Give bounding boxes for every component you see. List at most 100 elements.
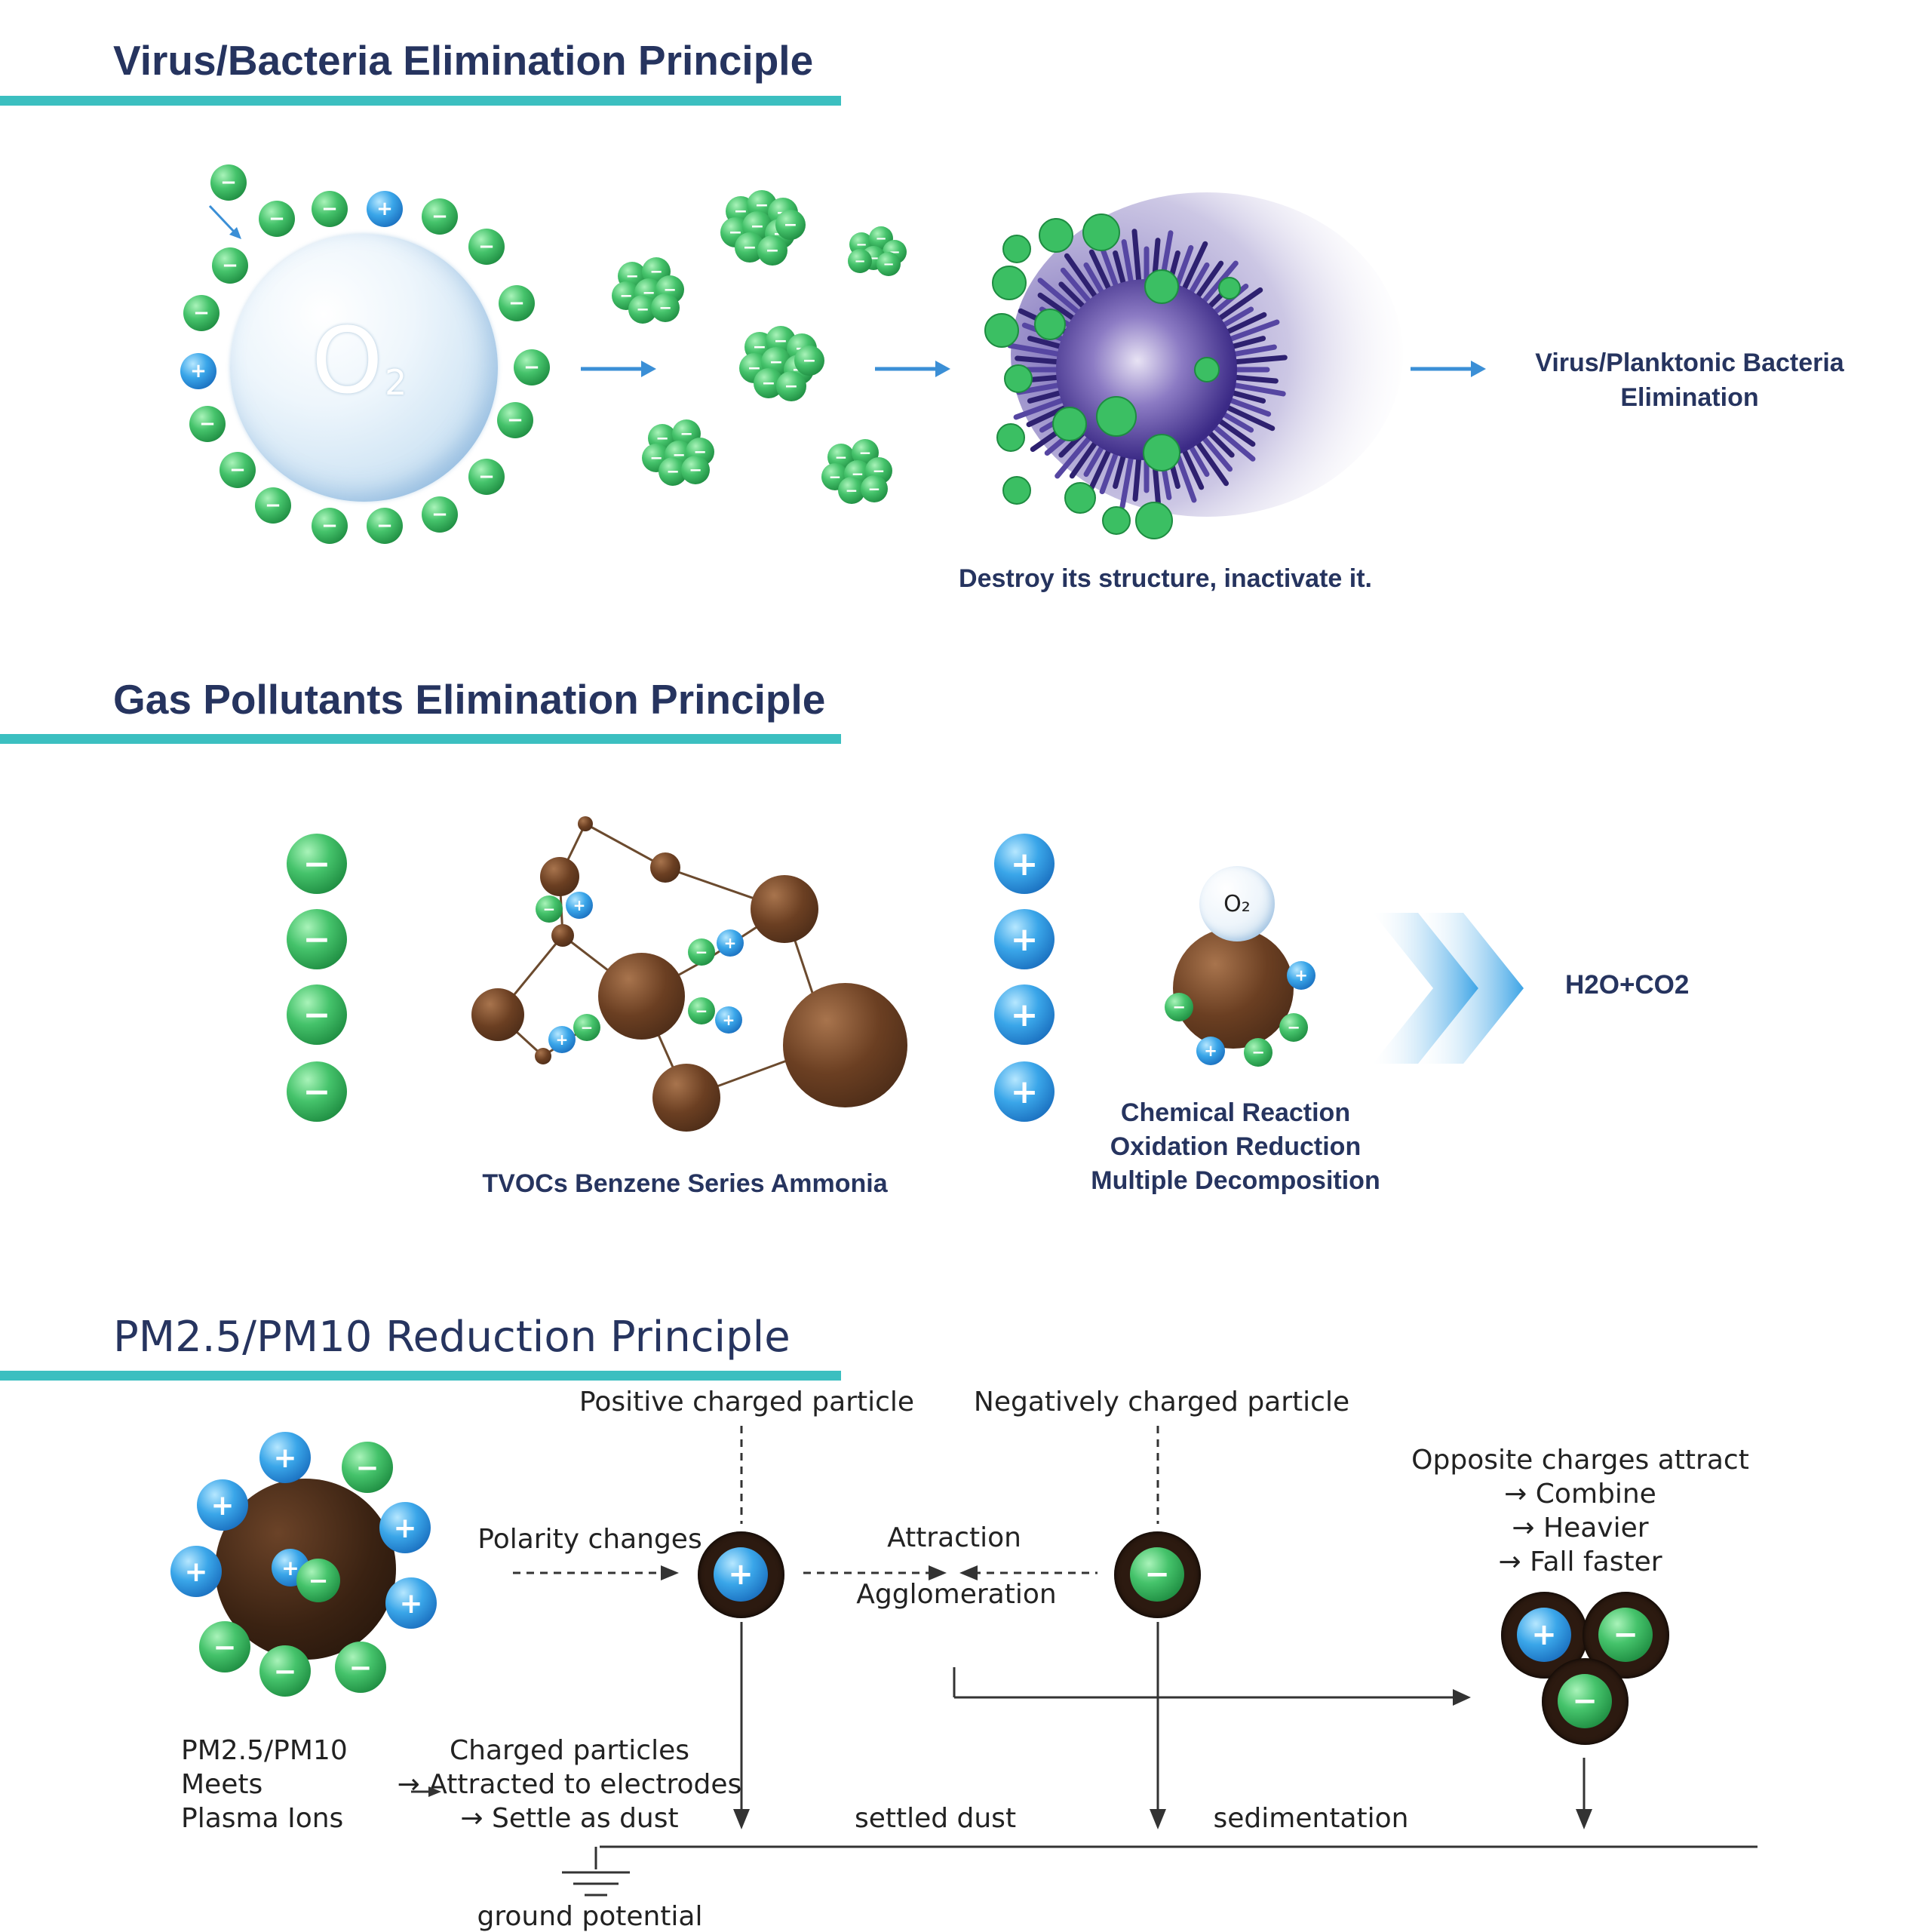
meets-line-3: Plasma Ions xyxy=(181,1803,344,1834)
positive-particle-label: Positive charged particle xyxy=(579,1387,915,1418)
positive-ion: + xyxy=(548,1026,576,1053)
negative-ion: − xyxy=(342,1442,393,1493)
negative-ion: − xyxy=(1244,1038,1272,1067)
attraction-label: Attraction xyxy=(887,1522,1021,1553)
positive-ion: + xyxy=(717,929,744,957)
molecule-atom xyxy=(650,852,680,883)
negative-ion: − xyxy=(189,406,226,442)
negative-ion: − xyxy=(287,909,347,969)
negative-ion: − xyxy=(861,475,888,502)
positive-ion: + xyxy=(566,892,593,919)
negative-ion: − xyxy=(335,1642,386,1693)
negative-ion: − xyxy=(210,164,247,201)
negative-ion: − xyxy=(422,198,458,235)
section-title-pm: PM2.5/PM10 Reduction Principle xyxy=(113,1313,791,1362)
negative-ion: − xyxy=(1598,1608,1653,1662)
positive-ion: + xyxy=(385,1577,437,1629)
positive-ion: + xyxy=(170,1546,222,1597)
negative-ion: − xyxy=(499,285,535,321)
opposite-line-3: → Heavier xyxy=(1512,1513,1649,1543)
positive-ion: + xyxy=(1517,1608,1571,1662)
positive-ion: + xyxy=(367,191,403,227)
negative-ion: − xyxy=(199,1621,250,1672)
molecule-atom xyxy=(471,988,524,1041)
negative-ion: − xyxy=(422,496,458,533)
negative-ion: − xyxy=(776,371,806,401)
positive-ion: + xyxy=(994,834,1055,894)
negative-ion: − xyxy=(688,938,715,966)
positive-ion: + xyxy=(379,1502,431,1553)
negative-ion: − xyxy=(1165,993,1193,1021)
negative-ion: − xyxy=(287,984,347,1045)
negative-ion: − xyxy=(287,834,347,894)
negative-ion: − xyxy=(1558,1674,1612,1728)
arrow-right-icon xyxy=(875,361,950,377)
dust-particle xyxy=(1173,928,1294,1049)
negative-ion: − xyxy=(296,1559,340,1602)
negative-ion: − xyxy=(183,295,220,331)
arrow-right-icon xyxy=(581,361,656,377)
opposite-line-2: → Combine xyxy=(1504,1479,1656,1510)
meets-line-1: PM2.5/PM10 xyxy=(181,1735,348,1766)
molecule-atom xyxy=(652,1064,720,1132)
positive-ion: + xyxy=(994,984,1055,1045)
virus-result-label: Virus/Planktonic Bacteria Elimination xyxy=(1509,346,1871,415)
negative-ion: − xyxy=(688,997,715,1024)
negative-ion: − xyxy=(536,895,563,923)
negative-ion: − xyxy=(497,402,533,438)
oxygen-bubble-small: O₂ xyxy=(1199,866,1275,941)
negative-ion: − xyxy=(514,349,550,385)
negative-particle-label: Negatively charged particle xyxy=(973,1387,1350,1418)
ground-potential-label: ground potential xyxy=(477,1901,703,1932)
molecule-atom xyxy=(782,982,907,1107)
negative-ion: − xyxy=(312,191,348,227)
oxygen-bubble: O 2 xyxy=(230,234,498,502)
section-title-gas: Gas Pollutants Elimination Principle xyxy=(113,676,826,723)
bubble-o-letter: O xyxy=(312,309,383,414)
o2-label: O₂ xyxy=(1223,890,1251,917)
positive-ion: + xyxy=(994,1061,1055,1122)
negative-ion: − xyxy=(312,508,348,544)
polarity-label: Polarity changes xyxy=(477,1524,702,1555)
virus-caption: Destroy its structure, inactivate it. xyxy=(959,564,1372,593)
negative-ion: − xyxy=(259,201,295,237)
reaction-line-2: Oxidation Reduction xyxy=(1110,1132,1362,1161)
virus-icon xyxy=(984,192,1403,539)
positive-ion: + xyxy=(715,1006,742,1034)
negative-ion: − xyxy=(212,247,248,284)
molecule-atom xyxy=(551,924,574,947)
negative-ion: − xyxy=(259,1645,311,1697)
negative-ion: − xyxy=(681,456,710,484)
molecule-atom xyxy=(540,857,579,896)
molecule-atom xyxy=(751,875,818,943)
section-underline xyxy=(0,1371,841,1381)
molecule-atom xyxy=(535,1048,551,1064)
bubble-subscript: 2 xyxy=(385,362,407,403)
negative-ion: − xyxy=(651,293,680,322)
molecule-atom xyxy=(597,952,685,1040)
negative-ion: − xyxy=(287,1061,347,1122)
negative-ion: − xyxy=(367,508,403,544)
charged-line-1: Charged particles xyxy=(449,1735,690,1766)
negative-ion: − xyxy=(1130,1547,1184,1602)
opposite-line-1: Opposite charges attract xyxy=(1411,1445,1749,1476)
negative-ion: − xyxy=(848,249,872,273)
incoming-arrow-icon xyxy=(208,204,241,239)
gas-result: H2O+CO2 xyxy=(1565,970,1690,1000)
molecule-atom xyxy=(578,816,593,831)
negative-ion: − xyxy=(468,229,505,265)
negative-ion: − xyxy=(468,459,505,495)
opposite-line-4: → Fall faster xyxy=(1498,1547,1662,1577)
negative-ion: − xyxy=(1279,1013,1308,1042)
negative-ion: − xyxy=(220,452,256,488)
negative-ion: − xyxy=(757,235,787,266)
molecule-caption: TVOCs Benzene Series Ammonia xyxy=(482,1169,888,1198)
negative-ion: − xyxy=(876,252,901,276)
arrow-right-icon xyxy=(1411,361,1486,377)
agglomeration-label: Agglomeration xyxy=(856,1579,1057,1610)
positive-ion: + xyxy=(1287,961,1315,990)
positive-ion: + xyxy=(994,909,1055,969)
section-title-virus: Virus/Bacteria Elimination Principle xyxy=(113,37,814,84)
meets-line-2: Meets xyxy=(181,1769,263,1800)
